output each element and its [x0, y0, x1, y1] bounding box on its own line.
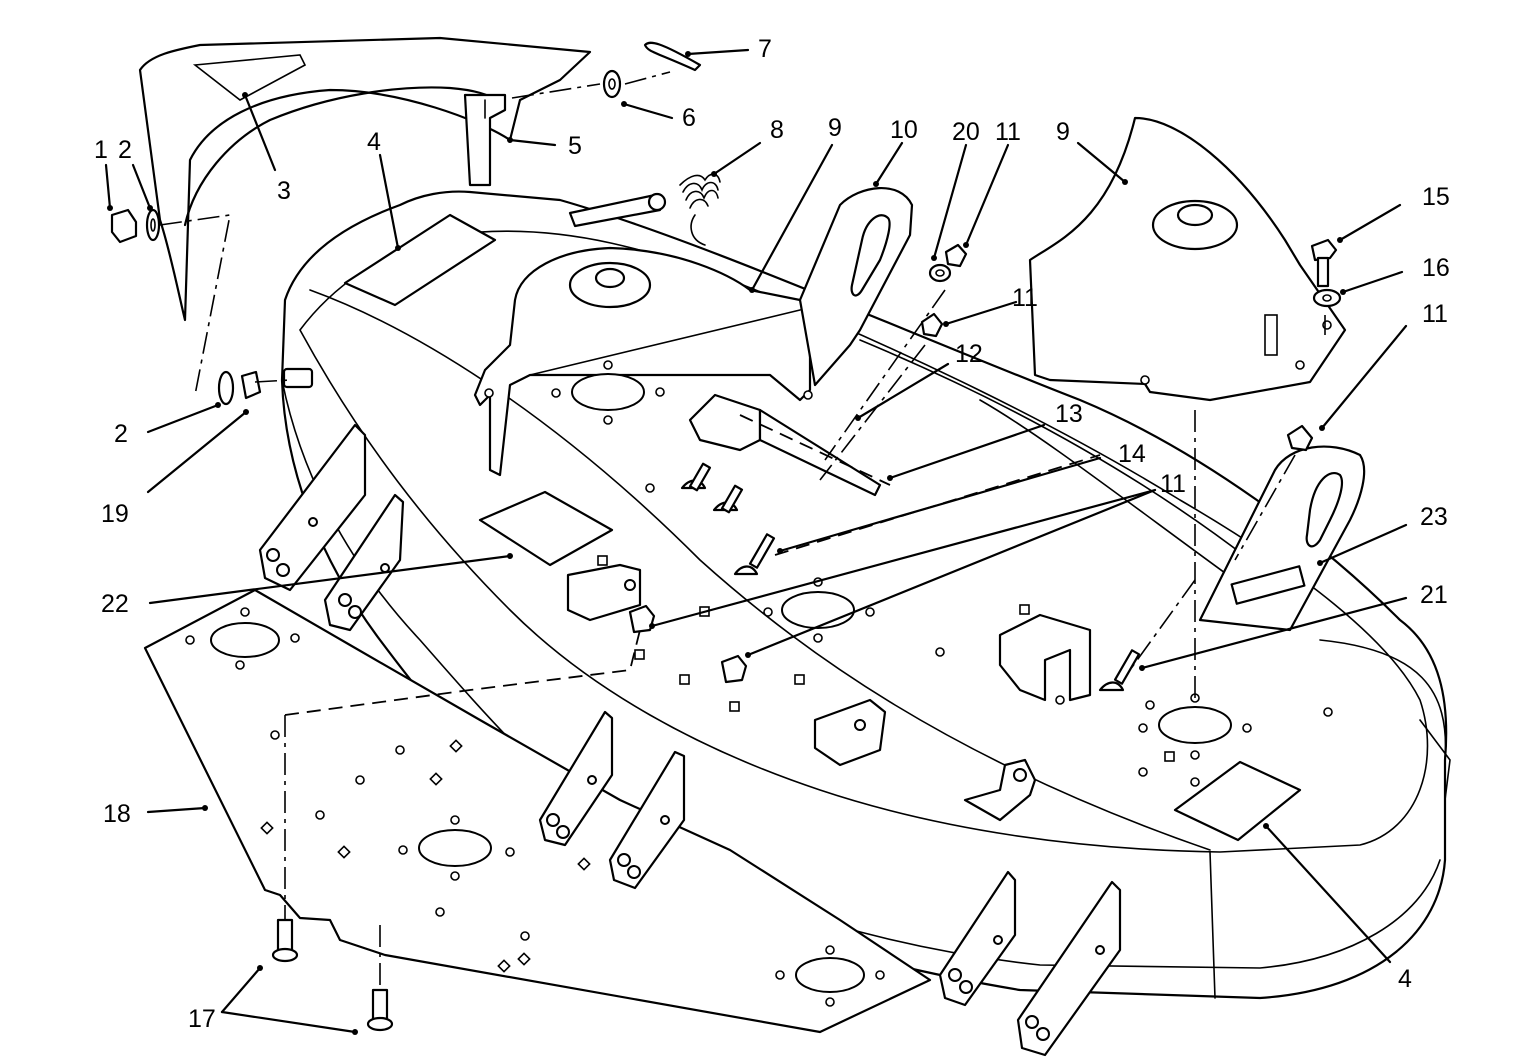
plate-square-holes [260, 739, 591, 973]
callout-14: 14 [1118, 440, 1146, 468]
idler-spring [568, 173, 721, 246]
callout-21: 21 [1420, 581, 1448, 609]
deck-under-plate [143, 588, 932, 1034]
callout-8: 8 [770, 116, 784, 144]
deck-brackets [566, 563, 1092, 822]
plate-arbor-holes [210, 622, 865, 993]
belt-shield [138, 36, 592, 322]
deck-arbor-holes [551, 360, 1333, 787]
callout-19: 19 [101, 500, 129, 528]
callout-20: 20 [952, 118, 980, 146]
plate-mount-holes [185, 607, 885, 1007]
callout-6: 6 [682, 104, 696, 132]
assembly-centerlines [159, 71, 1326, 990]
callout-16: 16 [1422, 254, 1450, 282]
callout-5: 5 [568, 132, 582, 160]
callout-2: 2 [118, 136, 132, 164]
center-belt-cover [473, 246, 813, 477]
callout-23: 23 [1420, 503, 1448, 531]
callout-11: 11 [1160, 470, 1186, 498]
callout-1: 1 [94, 136, 108, 164]
callout-11: 11 [995, 118, 1021, 146]
callout-22: 22 [101, 590, 129, 618]
callout-9: 9 [828, 114, 842, 142]
callout-2: 2 [114, 420, 128, 448]
callout-11: 11 [1012, 284, 1038, 312]
callout-10: 10 [890, 116, 918, 144]
callout-labels: 1 2 3 4 5 6 7 8 9 10 20 11 9 15 16 11 11… [94, 35, 1450, 1033]
callout-13: 13 [1055, 400, 1083, 428]
callout-17: 17 [188, 1005, 216, 1033]
callout-11: 11 [1422, 300, 1448, 328]
hitch-plates [258, 423, 1122, 1057]
right-belt-cover [1028, 116, 1347, 402]
callout-4: 4 [1398, 965, 1412, 993]
callout-leaders [104, 48, 1408, 1035]
callout-3: 3 [277, 177, 291, 205]
decals [343, 213, 1302, 842]
callout-12: 12 [955, 340, 983, 368]
callout-18: 18 [103, 800, 131, 828]
callout-4: 4 [367, 128, 381, 156]
callout-9: 9 [1056, 118, 1070, 146]
idler-arm-right [1198, 445, 1366, 632]
hardware [110, 41, 1342, 1032]
idler-arm-left [798, 187, 914, 387]
callout-7: 7 [758, 35, 772, 63]
callout-15: 15 [1422, 183, 1450, 211]
